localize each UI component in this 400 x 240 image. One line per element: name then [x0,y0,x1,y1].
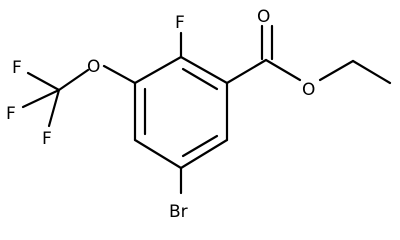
molecule-drawing: F O O O F F F Br [6,7,392,222]
ring-bond-c6-c1 [133,55,183,85]
atom-f-cf3-left: F [6,104,16,124]
atom-o-ester: O [302,80,315,100]
ring-bond-c3-c4 [179,138,229,170]
atom-o-carbonyl: O [257,7,270,27]
ring-double-bond-inner-2 [181,134,219,158]
bond-ethyl-ch2-ch3 [351,59,392,85]
bond-o-ethyl-ch2 [318,59,355,82]
structure-canvas: F O O O F F F Br [6,7,392,222]
bond-c2-carbonyl-carbon [225,58,268,85]
atom-br: Br [169,202,188,222]
bond-cf3-f-top [26,71,61,92]
atom-f-cf3-top: F [12,58,22,78]
atom-f-ring: F [175,13,185,33]
bond-carbonyl-c-o-ester [264,58,302,82]
bond-cf3-f-bottom [47,88,61,128]
benzene-ring [133,55,229,170]
bond-c6-o-ether [102,64,137,85]
bond-cf3-f-left [21,88,61,109]
atom-f-cf3-bottom: F [42,129,52,149]
ring-bond-c4-c5 [133,138,183,170]
bond-o-cf3-carbon [57,68,90,92]
atom-o-ether: O [87,57,100,77]
ring-double-bond-inner-1 [181,67,219,91]
ring-bond-c1-c2 [179,55,229,85]
